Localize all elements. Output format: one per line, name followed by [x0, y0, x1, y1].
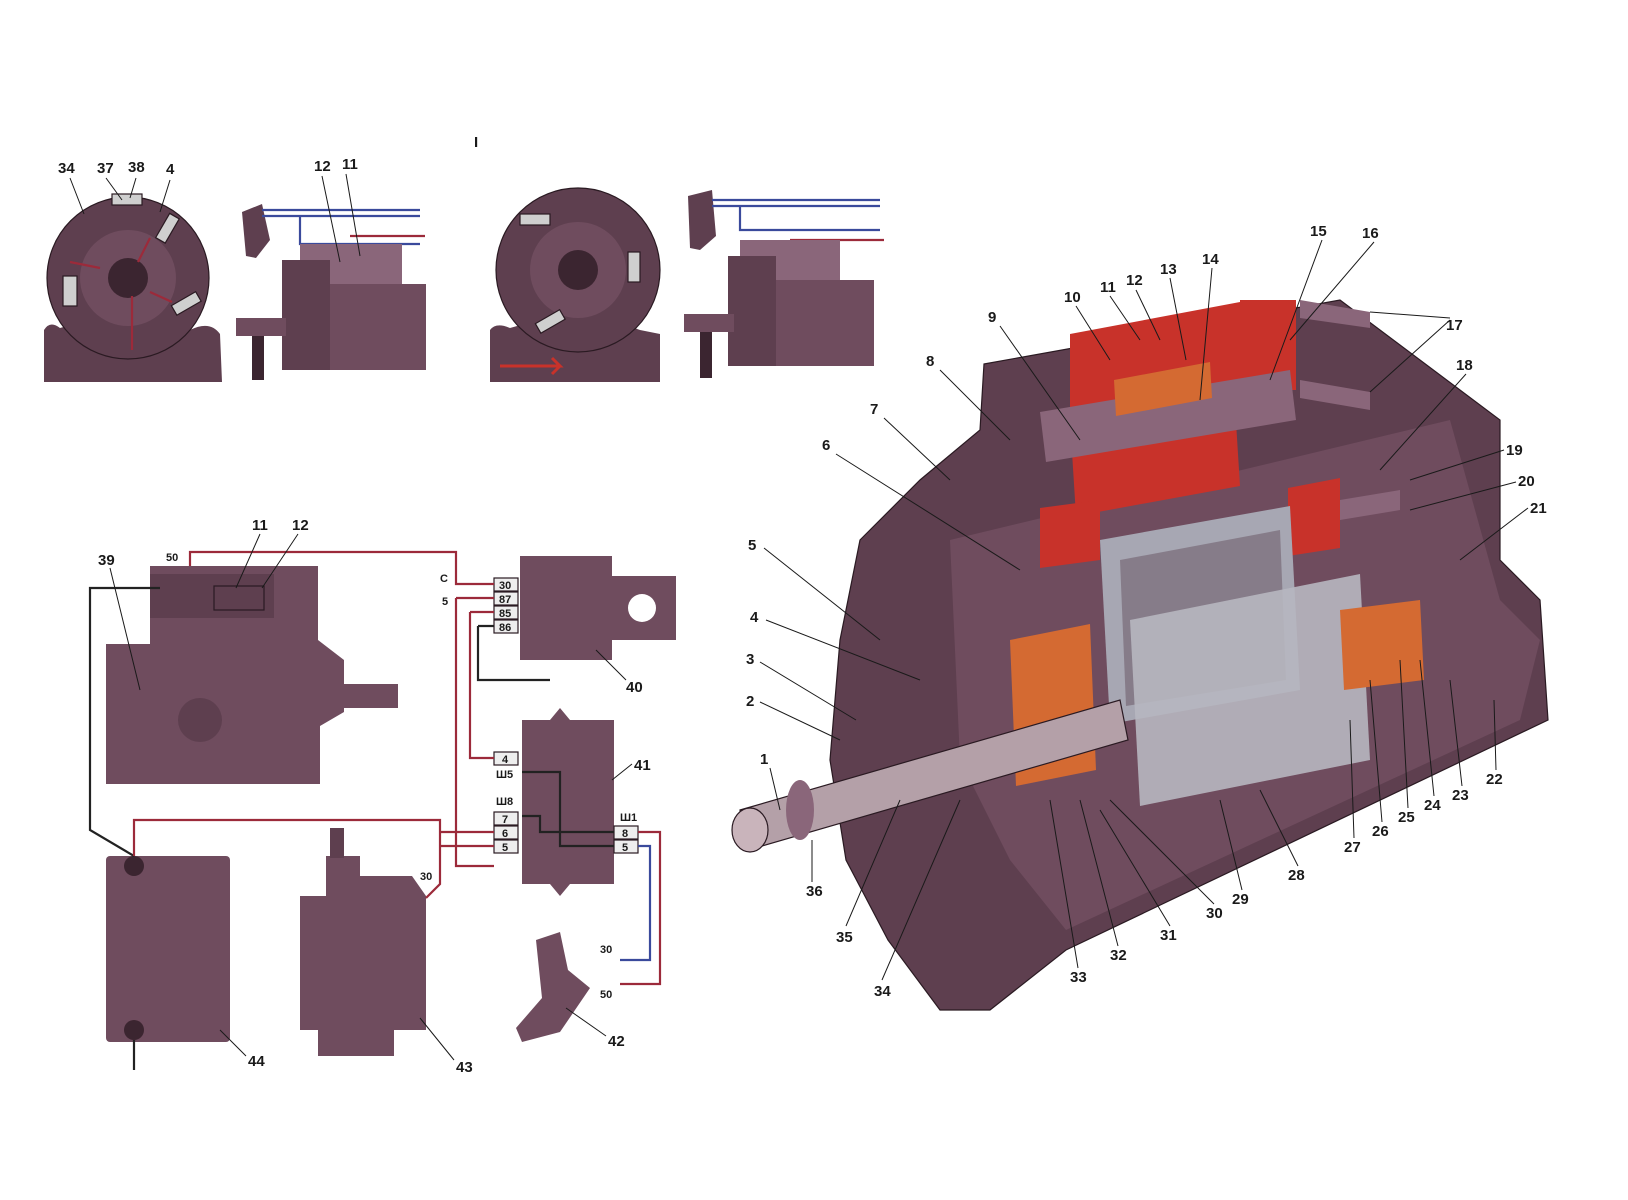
starter-side-view-2: [684, 190, 884, 378]
label-12-cut: 12: [1126, 272, 1143, 289]
label-42: 42: [608, 1033, 625, 1050]
figure-mark: I: [474, 134, 478, 151]
label-34-cut: 34: [874, 983, 891, 1000]
block-pin-7: 7: [502, 814, 508, 826]
relay-pin-87: 87: [499, 594, 511, 606]
label-21: 21: [1530, 500, 1547, 517]
top-view-labels: 34 37 38 4 12 11: [58, 156, 361, 263]
label-27: 27: [1344, 839, 1361, 856]
label-43: 43: [456, 1059, 473, 1076]
label-5: 5: [748, 537, 756, 554]
starter-side-view-1: [236, 204, 426, 380]
switch-terminal-30: 30: [600, 944, 612, 956]
label-29: 29: [1232, 891, 1249, 908]
block-pin-5-right: 5: [622, 842, 628, 854]
block-pin-5: 5: [502, 842, 508, 854]
label-7: 7: [870, 401, 878, 418]
label-12: 12: [314, 158, 331, 175]
label-25: 25: [1398, 809, 1415, 826]
label-20: 20: [1518, 473, 1535, 490]
block-pin-8-right: 8: [622, 828, 628, 840]
label-37: 37: [97, 160, 114, 177]
block-pin-4: 4: [502, 754, 509, 766]
label-13: 13: [1160, 261, 1177, 278]
label-38: 38: [128, 159, 145, 176]
label-11-circuit: 11: [252, 517, 268, 534]
label-36: 36: [806, 883, 823, 900]
relay-5-label: 5: [442, 596, 448, 608]
label-23: 23: [1452, 787, 1469, 804]
starter-cutaway: [731, 299, 1549, 1011]
block-sh8: Ш8: [496, 796, 513, 808]
label-33: 33: [1070, 969, 1087, 986]
label-10: 10: [1064, 289, 1081, 306]
label-4-cut: 4: [750, 609, 759, 626]
label-22: 22: [1486, 771, 1503, 788]
drive-front-view-1: [44, 193, 222, 382]
label-39: 39: [98, 552, 115, 569]
label-44: 44: [248, 1053, 265, 1070]
label-2: 2: [746, 693, 754, 710]
relay-pin-86: 86: [499, 622, 511, 634]
block-sh5: Ш5: [496, 769, 513, 781]
block-sh1: Ш1: [620, 812, 637, 824]
label-3: 3: [746, 651, 754, 668]
label-14: 14: [1202, 251, 1219, 268]
drive-front-view-2: [490, 187, 661, 382]
label-11-cut: 11: [1100, 279, 1116, 296]
label-4: 4: [166, 161, 175, 178]
circuit-labels: 39 11 12 40 41 42 43 44 50 C 5 30 87 85 …: [98, 517, 651, 1076]
label-12-circuit: 12: [292, 517, 309, 534]
block-pin-6: 6: [502, 828, 508, 840]
label-40: 40: [626, 679, 643, 696]
circuit-diagram: [88, 550, 676, 1070]
generator-terminal-30: 30: [420, 871, 432, 883]
label-28: 28: [1288, 867, 1305, 884]
label-17: 17: [1446, 317, 1463, 334]
label-24: 24: [1424, 797, 1441, 814]
relay-pin-85: 85: [499, 608, 511, 620]
label-11: 11: [342, 156, 358, 173]
cutaway-labels: 1 2 3 4 5 6 7 8 9 10 11 12 13 14 15 16 1…: [746, 223, 1547, 1000]
label-34: 34: [58, 160, 75, 177]
label-8: 8: [926, 353, 934, 370]
label-41: 41: [634, 757, 651, 774]
relay-pin-30: 30: [499, 580, 511, 592]
label-19: 19: [1506, 442, 1523, 459]
label-16: 16: [1362, 225, 1379, 242]
label-15: 15: [1310, 223, 1327, 240]
label-9: 9: [988, 309, 996, 326]
label-35: 35: [836, 929, 853, 946]
switch-terminal-50: 50: [600, 989, 612, 1001]
label-6: 6: [822, 437, 830, 454]
label-1: 1: [760, 751, 768, 768]
label-31: 31: [1160, 927, 1177, 944]
label-30: 30: [1206, 905, 1223, 922]
terminal-50: 50: [166, 552, 178, 564]
relay-c-label: C: [440, 573, 448, 585]
label-18: 18: [1456, 357, 1473, 374]
label-32: 32: [1110, 947, 1127, 964]
label-26: 26: [1372, 823, 1389, 840]
